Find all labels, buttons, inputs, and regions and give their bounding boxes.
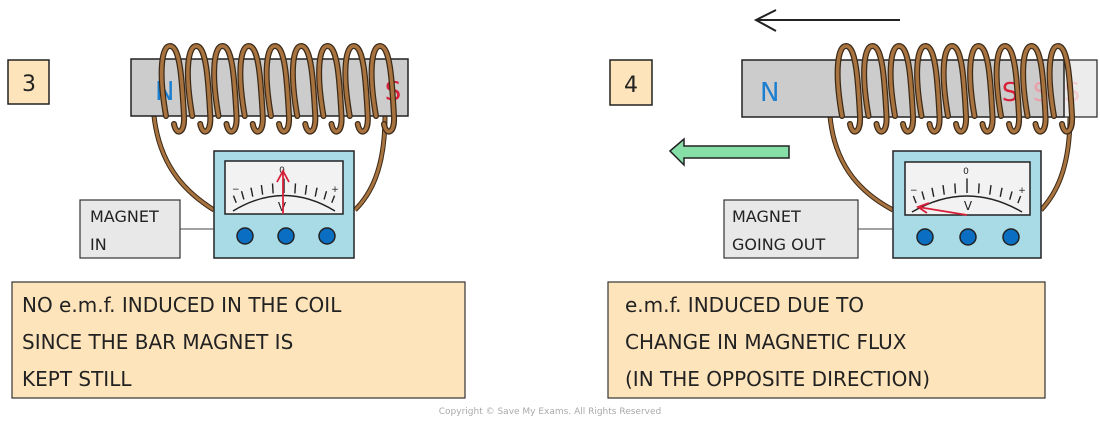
caption-line: NO e.m.f. INDUCED IN THE COIL	[22, 293, 342, 317]
meter-tick	[1017, 195, 1022, 204]
panel-3: 3 N S 0 − + V MAGN	[7, 42, 466, 399]
meter-tick	[323, 191, 328, 200]
svg-text:−: −	[232, 185, 240, 195]
bar-magnet	[741, 59, 1065, 118]
panel-4: 4 N S S S 0 − + V	[607, 9, 1098, 399]
svg-text:MAGNET: MAGNET	[90, 207, 159, 226]
meter-tick	[912, 195, 917, 204]
terminal-button	[916, 228, 934, 246]
voltmeter: 0 − + V	[213, 150, 355, 259]
meter-tick	[942, 185, 945, 195]
svg-text:MAGNET: MAGNET	[732, 207, 801, 226]
svg-text:GOING OUT: GOING OUT	[732, 235, 825, 254]
meter-tick	[304, 184, 308, 195]
meter-tick	[989, 185, 992, 195]
voltmeter: 0 − + V	[892, 150, 1042, 259]
meter-scale-ticks	[232, 178, 336, 204]
meter-tick	[954, 183, 957, 194]
svg-text:+: +	[331, 185, 339, 195]
meter-needle	[916, 202, 968, 216]
north-pole-label: N	[760, 78, 779, 108]
svg-text:0: 0	[963, 167, 969, 177]
meter-scale-ticks	[912, 178, 1022, 204]
svg-text:+: +	[1018, 186, 1026, 196]
motion-arrow-icon	[753, 9, 900, 32]
caption-box	[607, 281, 1046, 399]
green-arrow-icon	[668, 137, 790, 167]
step-number: 3	[22, 72, 36, 97]
meter-tick	[1009, 191, 1013, 200]
svg-text:−: −	[910, 186, 918, 196]
meter-tick	[260, 184, 264, 195]
meter-tick	[294, 183, 297, 194]
terminal-button	[1002, 228, 1020, 246]
caption-line: SINCE THE BAR MAGNET IS	[22, 330, 293, 354]
terminal-button	[236, 227, 254, 245]
meter-tick	[271, 183, 274, 194]
terminal-button	[959, 228, 977, 246]
meter-tick	[331, 195, 336, 204]
meter-tick	[977, 183, 980, 194]
caption-line: e.m.f. INDUCED DUE TO	[625, 293, 864, 317]
meter-tick	[921, 191, 925, 200]
caption-line: CHANGE IN MAGNETIC FLUX	[625, 330, 907, 354]
meter-tick	[250, 187, 254, 197]
step-number-box	[609, 59, 653, 106]
coil	[158, 42, 398, 135]
coil-wire-left	[828, 115, 894, 212]
terminal-button	[318, 227, 336, 245]
meter-tick	[931, 187, 935, 197]
meter-tick	[240, 191, 245, 200]
state-label-box	[79, 199, 181, 259]
caption-line: KEPT STILL	[22, 367, 132, 391]
copyright: Copyright © Save My Exams. All Rights Re…	[439, 407, 661, 417]
caption-box	[11, 281, 466, 399]
caption-line: (IN THE OPPOSITE DIRECTION)	[625, 367, 930, 391]
coil	[834, 42, 1076, 135]
step-number: 4	[624, 73, 638, 98]
meter-needle	[276, 169, 290, 214]
state-label-box	[723, 199, 859, 259]
svg-text:IN: IN	[90, 235, 107, 254]
terminal-button	[277, 227, 295, 245]
meter-tick	[314, 187, 318, 197]
meter-tick	[232, 195, 237, 204]
svg-text:V: V	[964, 199, 973, 213]
meter-tick	[999, 187, 1003, 197]
step-number-box	[7, 59, 50, 105]
